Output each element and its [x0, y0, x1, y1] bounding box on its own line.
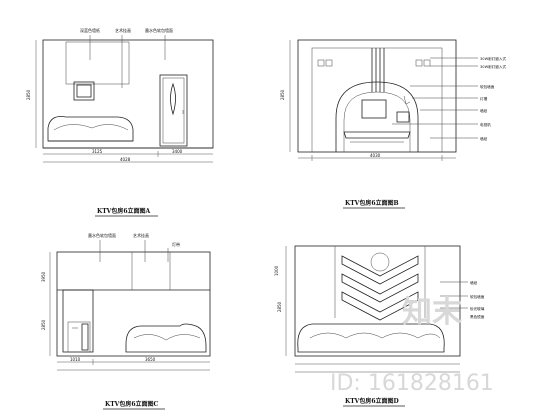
view-b-label-5: 墙纸: [480, 108, 488, 113]
view-c-dim-upper: 3950: [41, 271, 46, 282]
view-a-door-ornament: [170, 82, 176, 116]
view-b-console: [343, 131, 411, 139]
view-a-dim-3: 4028: [120, 157, 131, 162]
view-c-wall-outline: [56, 251, 211, 357]
view-d-title: KTV包房6立面图D: [345, 397, 399, 405]
view-b-wall-outline: [297, 39, 457, 153]
view-a-door-panel: [162, 77, 185, 144]
view-d-label-3: 砂光玻璃: [470, 306, 485, 311]
view-c-sofa: [125, 323, 207, 353]
view-b-light-2: [325, 59, 333, 67]
view-c-dim-1: 1010: [70, 357, 81, 362]
view-c-dim-height: 2850: [41, 319, 46, 330]
view-b-label-6: 电视机: [480, 122, 491, 127]
elevation-view-c: 墨水色软包墙面 艺术挂画 灯带 1010 3650 3950 2850 KTV包…: [41, 232, 211, 410]
view-a-sofa: [47, 116, 134, 142]
view-d-chevron-3: [341, 291, 419, 321]
view-a-title: KTV包房6立面图A: [97, 207, 151, 215]
watermark: 知末 ID: 161828161: [330, 295, 494, 396]
view-a-dim-1: 3125: [92, 149, 103, 154]
view-b-fan-icon: [403, 95, 411, 105]
view-c-dim-2: 3650: [145, 357, 156, 362]
view-d-label-4: 黑色镜面: [470, 314, 485, 319]
view-b-label-3: 软包墙面: [480, 84, 495, 89]
view-d-label-2: 软包墙面: [470, 294, 485, 299]
view-a-painting-frame: [73, 81, 95, 101]
view-b-dim-height: 2850: [280, 89, 285, 100]
view-d-sofa-cushions: [309, 332, 441, 339]
view-b-arch-inner: [343, 91, 411, 152]
view-b-light-4: [423, 59, 431, 67]
view-b-inner-frame: [311, 47, 443, 153]
view-d-dim-height: 2850: [277, 301, 282, 312]
elevation-view-d: 墙纸 软包墙面 砂光玻璃 黑色镜面 2850 1000 KTV包房6立面图D: [274, 245, 485, 407]
view-b-tv: [361, 99, 387, 119]
view-b-title: KTV包房6立面图B: [345, 199, 399, 207]
view-a-painting: [76, 84, 92, 98]
view-b-light-1: [317, 59, 325, 67]
view-d-chevron-1: [341, 255, 419, 285]
watermark-brand: 知末: [402, 295, 462, 330]
view-d-chevron-2: [341, 273, 419, 303]
elevation-view-a: 深蓝色墙纸 艺术挂画 墨水色软包墙面 3125 3400 4028 2850 K…: [26, 27, 214, 217]
view-d-round-light: [370, 252, 390, 272]
view-b-arch-outer: [335, 81, 419, 152]
view-b-label-1: 30W射灯嵌入式: [480, 56, 507, 61]
view-a-wall-outline: [42, 39, 214, 149]
view-a-label-1: 深蓝色墙纸: [80, 27, 100, 33]
view-d-label-1: 墙纸: [470, 280, 478, 285]
elevation-view-b: 30W射灯嵌入式 30W射灯嵌入式 软包墙面 灯槽 墙纸 电视机 墙纸 4030…: [280, 39, 507, 209]
view-c-label-1: 墨水色软包墙面: [88, 232, 116, 238]
view-a-label-2: 艺术挂画: [115, 27, 131, 33]
view-b-label-4: 灯槽: [480, 96, 488, 101]
view-a-wallpaper-panel: [65, 41, 130, 85]
view-b-label-2: 30W射灯嵌入式: [480, 64, 507, 69]
view-d-wall-outline: [294, 245, 461, 357]
view-a-dim-height: 2850: [26, 89, 31, 100]
view-b-dim-width: 4030: [370, 153, 381, 158]
view-c-title: KTV包房6立面图C: [105, 400, 159, 408]
watermark-id: ID: 161828161: [330, 371, 494, 396]
view-a-label-3: 墨水色软包墙面: [145, 27, 173, 33]
view-d-dim-upper: 1000: [274, 265, 279, 276]
view-c-label-3: 灯带: [172, 241, 180, 247]
view-c-door-opening: [62, 289, 94, 353]
view-a-door: [159, 74, 188, 147]
view-c-label-2: 艺术挂画: [133, 232, 149, 238]
view-d-sofa: [297, 323, 445, 353]
view-b-light-3: [415, 59, 423, 67]
view-c-sofa-cushion: [133, 334, 201, 341]
view-a-sofa-cushion: [53, 124, 129, 131]
view-c-door-leaf: [81, 323, 89, 351]
view-b-label-7: 墙纸: [480, 136, 488, 141]
view-b-speaker: [396, 111, 410, 123]
view-c-door-panel: [67, 321, 91, 353]
view-a-dim-2: 3400: [172, 149, 183, 154]
